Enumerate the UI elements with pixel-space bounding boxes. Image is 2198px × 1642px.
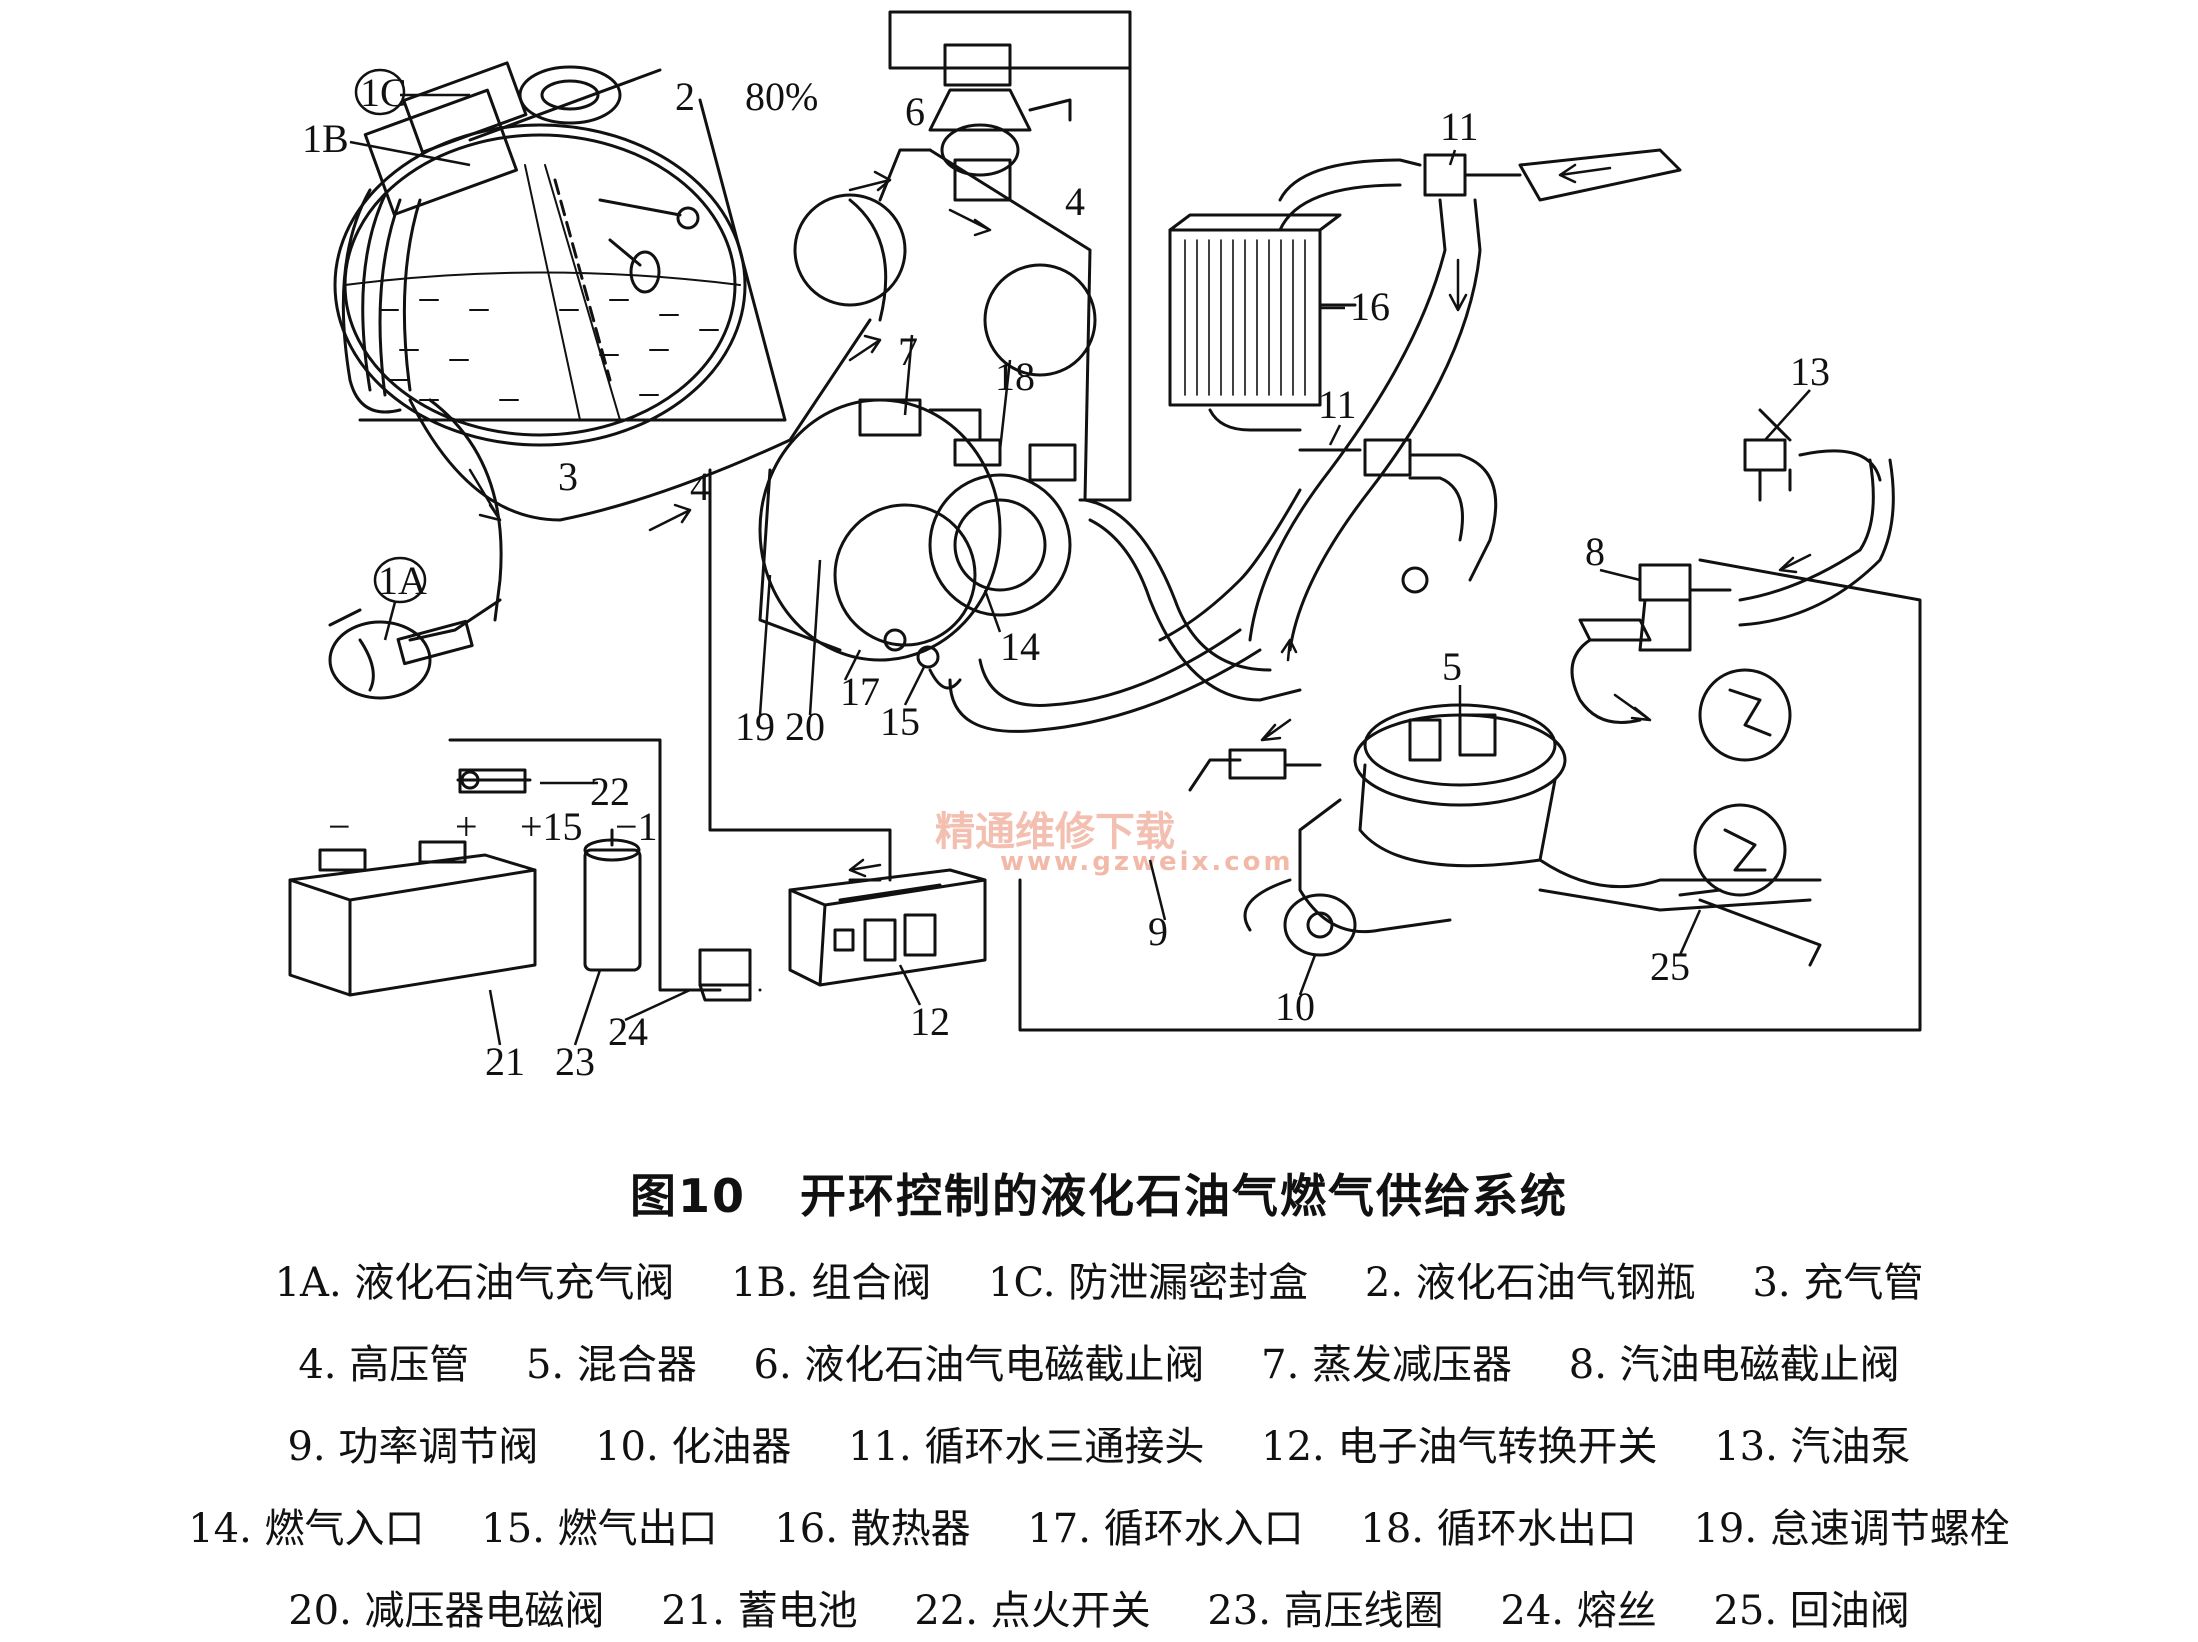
fuel-switch [788,868,987,987]
label-10: 10 [1275,984,1315,1029]
label-4b: 4 [690,464,710,509]
watermark-cn: 精通维修下载 [935,809,1175,855]
label-9: 9 [1148,909,1168,954]
legend-item: 21. 蓄电池 [661,1588,858,1634]
label-ring-1a [373,556,427,604]
label-5: 5 [1442,644,1462,689]
legend-item: 10. 化油器 [595,1424,792,1470]
label-13: 13 [1790,349,1830,394]
water-pipes [1158,148,1682,652]
label-ring-1c [354,68,406,116]
part-labels: 1C 1B 1A 2 80% 3 4 4 5 6 7 8 9 10 11 11 … [302,68,1830,1084]
legend-item: 1C. 防泄漏密封盒 [988,1260,1309,1306]
petrol-solenoid-valve [1570,458,1895,762]
label-20: 20 [785,704,825,749]
legend-item: 22. 点火开关 [914,1588,1151,1634]
legend-item: 16. 散热器 [774,1506,971,1552]
fuse [698,948,752,1002]
charge-line [328,398,503,700]
ignition-switch [456,768,532,794]
return-valve [1698,898,1822,967]
label-11b: 11 [1318,382,1357,427]
label-11a: 11 [1440,104,1479,149]
label-23: 23 [555,1039,595,1084]
legend-item: 3. 充气管 [1752,1260,1924,1306]
label-24: 24 [608,1009,648,1054]
legend-item: 1A. 液化石油气充气阀 [274,1260,675,1306]
figure-number: 图10 [629,1169,746,1223]
legend-row: 9. 功率调节阀 10. 化油器 11. 循环水三通接头 12. 电子油气转换开… [0,1414,2198,1474]
battery [288,840,537,997]
legend-item: 19. 怠速调节螺栓 [1693,1506,2010,1552]
label-15: 15 [880,699,920,744]
label-12: 12 [910,999,950,1044]
combination-valve [341,61,622,414]
legend-row: 20. 减压器电磁阀 21. 蓄电池 22. 点火开关 23. 高压线圈 24.… [0,1578,2198,1638]
legend-item: 13. 汽油泵 [1714,1424,1911,1470]
leader-lines [488,149,1811,1046]
label-19: 19 [735,704,775,749]
lpg-solenoid-valve [888,10,1132,202]
label-3: 3 [558,454,578,499]
legend-item: 18. 循环水出口 [1360,1506,1637,1552]
terminal-1-label: −1 [615,804,658,849]
legend-item: 17. 循环水入口 [1027,1506,1304,1552]
legend-item: 2. 液化石油气钢瓶 [1364,1260,1696,1306]
ignition-coil [583,828,642,972]
watermark-url: www.gzweix.com [1000,847,1294,877]
figure-caption: 图10 开环控制的液化石油气燃气供给系统 [0,1160,2198,1226]
label-18: 18 [995,354,1035,399]
flow-arrows [468,163,1812,878]
label-25: 25 [1650,944,1690,989]
battery-plus-label: + [455,804,478,849]
legend-item: 24. 熔丝 [1500,1588,1657,1634]
gas-hose [948,498,1302,733]
vaporizer [758,398,1077,690]
legend-item: 25. 回油阀 [1713,1588,1910,1634]
system-diagram: 精通维修下载 www.gzweix.com 1C 1B 1A 2 80% 3 4… [288,10,1922,1084]
label-8: 8 [1585,529,1605,574]
label-16: 16 [1350,284,1390,329]
label-1a: 1A [378,558,427,603]
legend-item: 4. 高压管 [298,1342,470,1388]
label-4a: 4 [1065,179,1085,224]
terminal-15-label: +15 [520,804,583,849]
legend-item: 8. 汽油电磁截止阀 [1568,1342,1900,1388]
legend-item: 6. 液化石油气电磁截止阀 [753,1342,1205,1388]
label-21: 21 [485,1039,525,1084]
legend-item: 5. 混合器 [525,1342,697,1388]
legend-item: 23. 高压线圈 [1207,1588,1444,1634]
label-22: 22 [590,769,630,814]
label-2: 2 [675,74,695,119]
leader-1a [383,601,397,641]
label-7: 7 [898,329,918,374]
high-pressure-line [408,148,1097,522]
legend-row: 1A. 液化石油气充气阀 1B. 组合阀 1C. 防泄漏密封盒 2. 液化石油气… [0,1250,2198,1310]
legend-item: 7. 蒸发减压器 [1261,1342,1513,1388]
legend-row: 4. 高压管 5. 混合器 6. 液化石油气电磁截止阀 7. 蒸发减压器 8. … [0,1332,2198,1392]
mixer-carburetor [1188,703,1822,957]
figure-title: 开环控制的液化石油气燃气供给系统 [800,1169,1569,1223]
legend-item: 12. 电子油气转换开关 [1261,1424,1658,1470]
legend-item: 14. 燃气入口 [188,1506,425,1552]
label-80pct: 80% [745,74,818,119]
petrol-pump [1678,408,1882,897]
label-1b: 1B [302,116,349,161]
diagram-svg: 精通维修下载 www.gzweix.com 1C 1B 1A 2 80% 3 4… [288,10,1922,1084]
leader-1b [349,140,471,167]
legend-row: 14. 燃气入口 15. 燃气出口 16. 散热器 17. 循环水入口 18. … [0,1496,2198,1556]
legend-item: 9. 功率调节阀 [287,1424,539,1470]
label-14: 14 [1000,624,1040,669]
label-1c: 1C [360,70,407,115]
legend-item: 15. 燃气出口 [481,1506,718,1552]
legend-item: 1B. 组合阀 [731,1260,932,1306]
radiator [1168,213,1357,432]
legend-item: 20. 减压器电磁阀 [288,1588,605,1634]
battery-minus-label: − [328,804,351,849]
legend-item: 11. 循环水三通接头 [848,1424,1205,1470]
lpg-cylinder [333,68,787,447]
label-6: 6 [905,89,925,134]
